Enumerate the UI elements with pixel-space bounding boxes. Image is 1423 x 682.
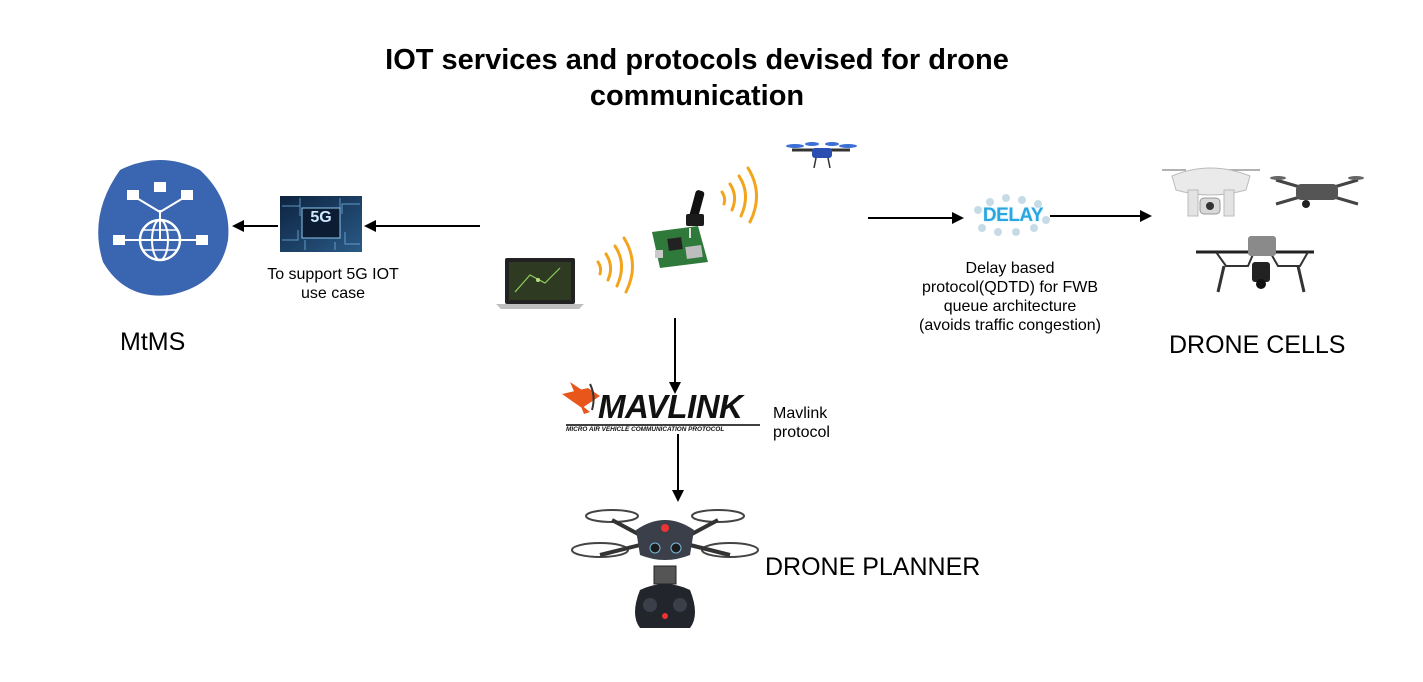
remote-controller-icon — [635, 565, 695, 628]
delay-caption: Delay based protocol(QDTD) for FWB queue… — [890, 259, 1130, 335]
delay-caption-line-4: (avoids traffic congestion) — [918, 317, 1101, 334]
fiveg-badge: 5G — [310, 209, 332, 226]
wireless-waves-upper — [720, 166, 758, 224]
mtms-label: MtMS — [120, 328, 186, 356]
delay-caption-line-1: Delay based — [965, 260, 1055, 277]
laptop-icon — [496, 258, 584, 309]
drone-planner-quadcopter-icon — [571, 509, 759, 560]
mavlink-logo-subtitle: MICRO AIR VEHICLE COMMUNICATION PROTOCOL — [566, 426, 725, 433]
fiveg-caption-line-2: use case — [300, 285, 366, 302]
wireless-waves-lower — [596, 236, 634, 294]
title-line-2: communication — [589, 80, 805, 112]
delay-badge: DELAY — [982, 205, 1044, 226]
blue-quadcopter-icon — [786, 142, 857, 169]
grey-mavic-drone-icon — [1270, 176, 1364, 208]
inspire-drone-icon — [1196, 236, 1314, 293]
title-line-1: IOT services and protocols devised for d… — [385, 44, 1009, 76]
mavlink-caption-line-2: protocol — [773, 424, 830, 441]
connector-arrows — [232, 210, 1152, 502]
drone-cells-group — [1162, 167, 1364, 293]
diagram-title: IOT services and protocols devised for d… — [297, 42, 1097, 114]
delay-badge-icon — [974, 194, 1050, 236]
raspberry-pi-board-icon — [652, 226, 708, 268]
fiveg-caption-line-1: To support 5G IOT — [267, 266, 399, 283]
mavlink-caption: Mavlink protocol — [773, 404, 830, 442]
drone-planner-label: DRONE PLANNER — [765, 553, 981, 581]
radio-antenna-icon — [686, 190, 705, 226]
mavlink-logo: MAVLINK — [598, 388, 743, 425]
delay-caption-line-3: queue architecture — [943, 298, 1077, 315]
mavlink-caption-line-1: Mavlink — [773, 405, 828, 422]
mtms-network-icon — [98, 160, 229, 296]
white-phantom-drone-icon — [1162, 167, 1260, 217]
fiveg-chip-icon — [280, 196, 362, 252]
delay-caption-line-2: protocol(QDTD) for FWB — [921, 279, 1098, 296]
drone-cells-label: DRONE CELLS — [1169, 331, 1346, 359]
fiveg-caption: To support 5G IOT use case — [240, 265, 426, 303]
mavlink-plane-icon — [562, 382, 760, 426]
